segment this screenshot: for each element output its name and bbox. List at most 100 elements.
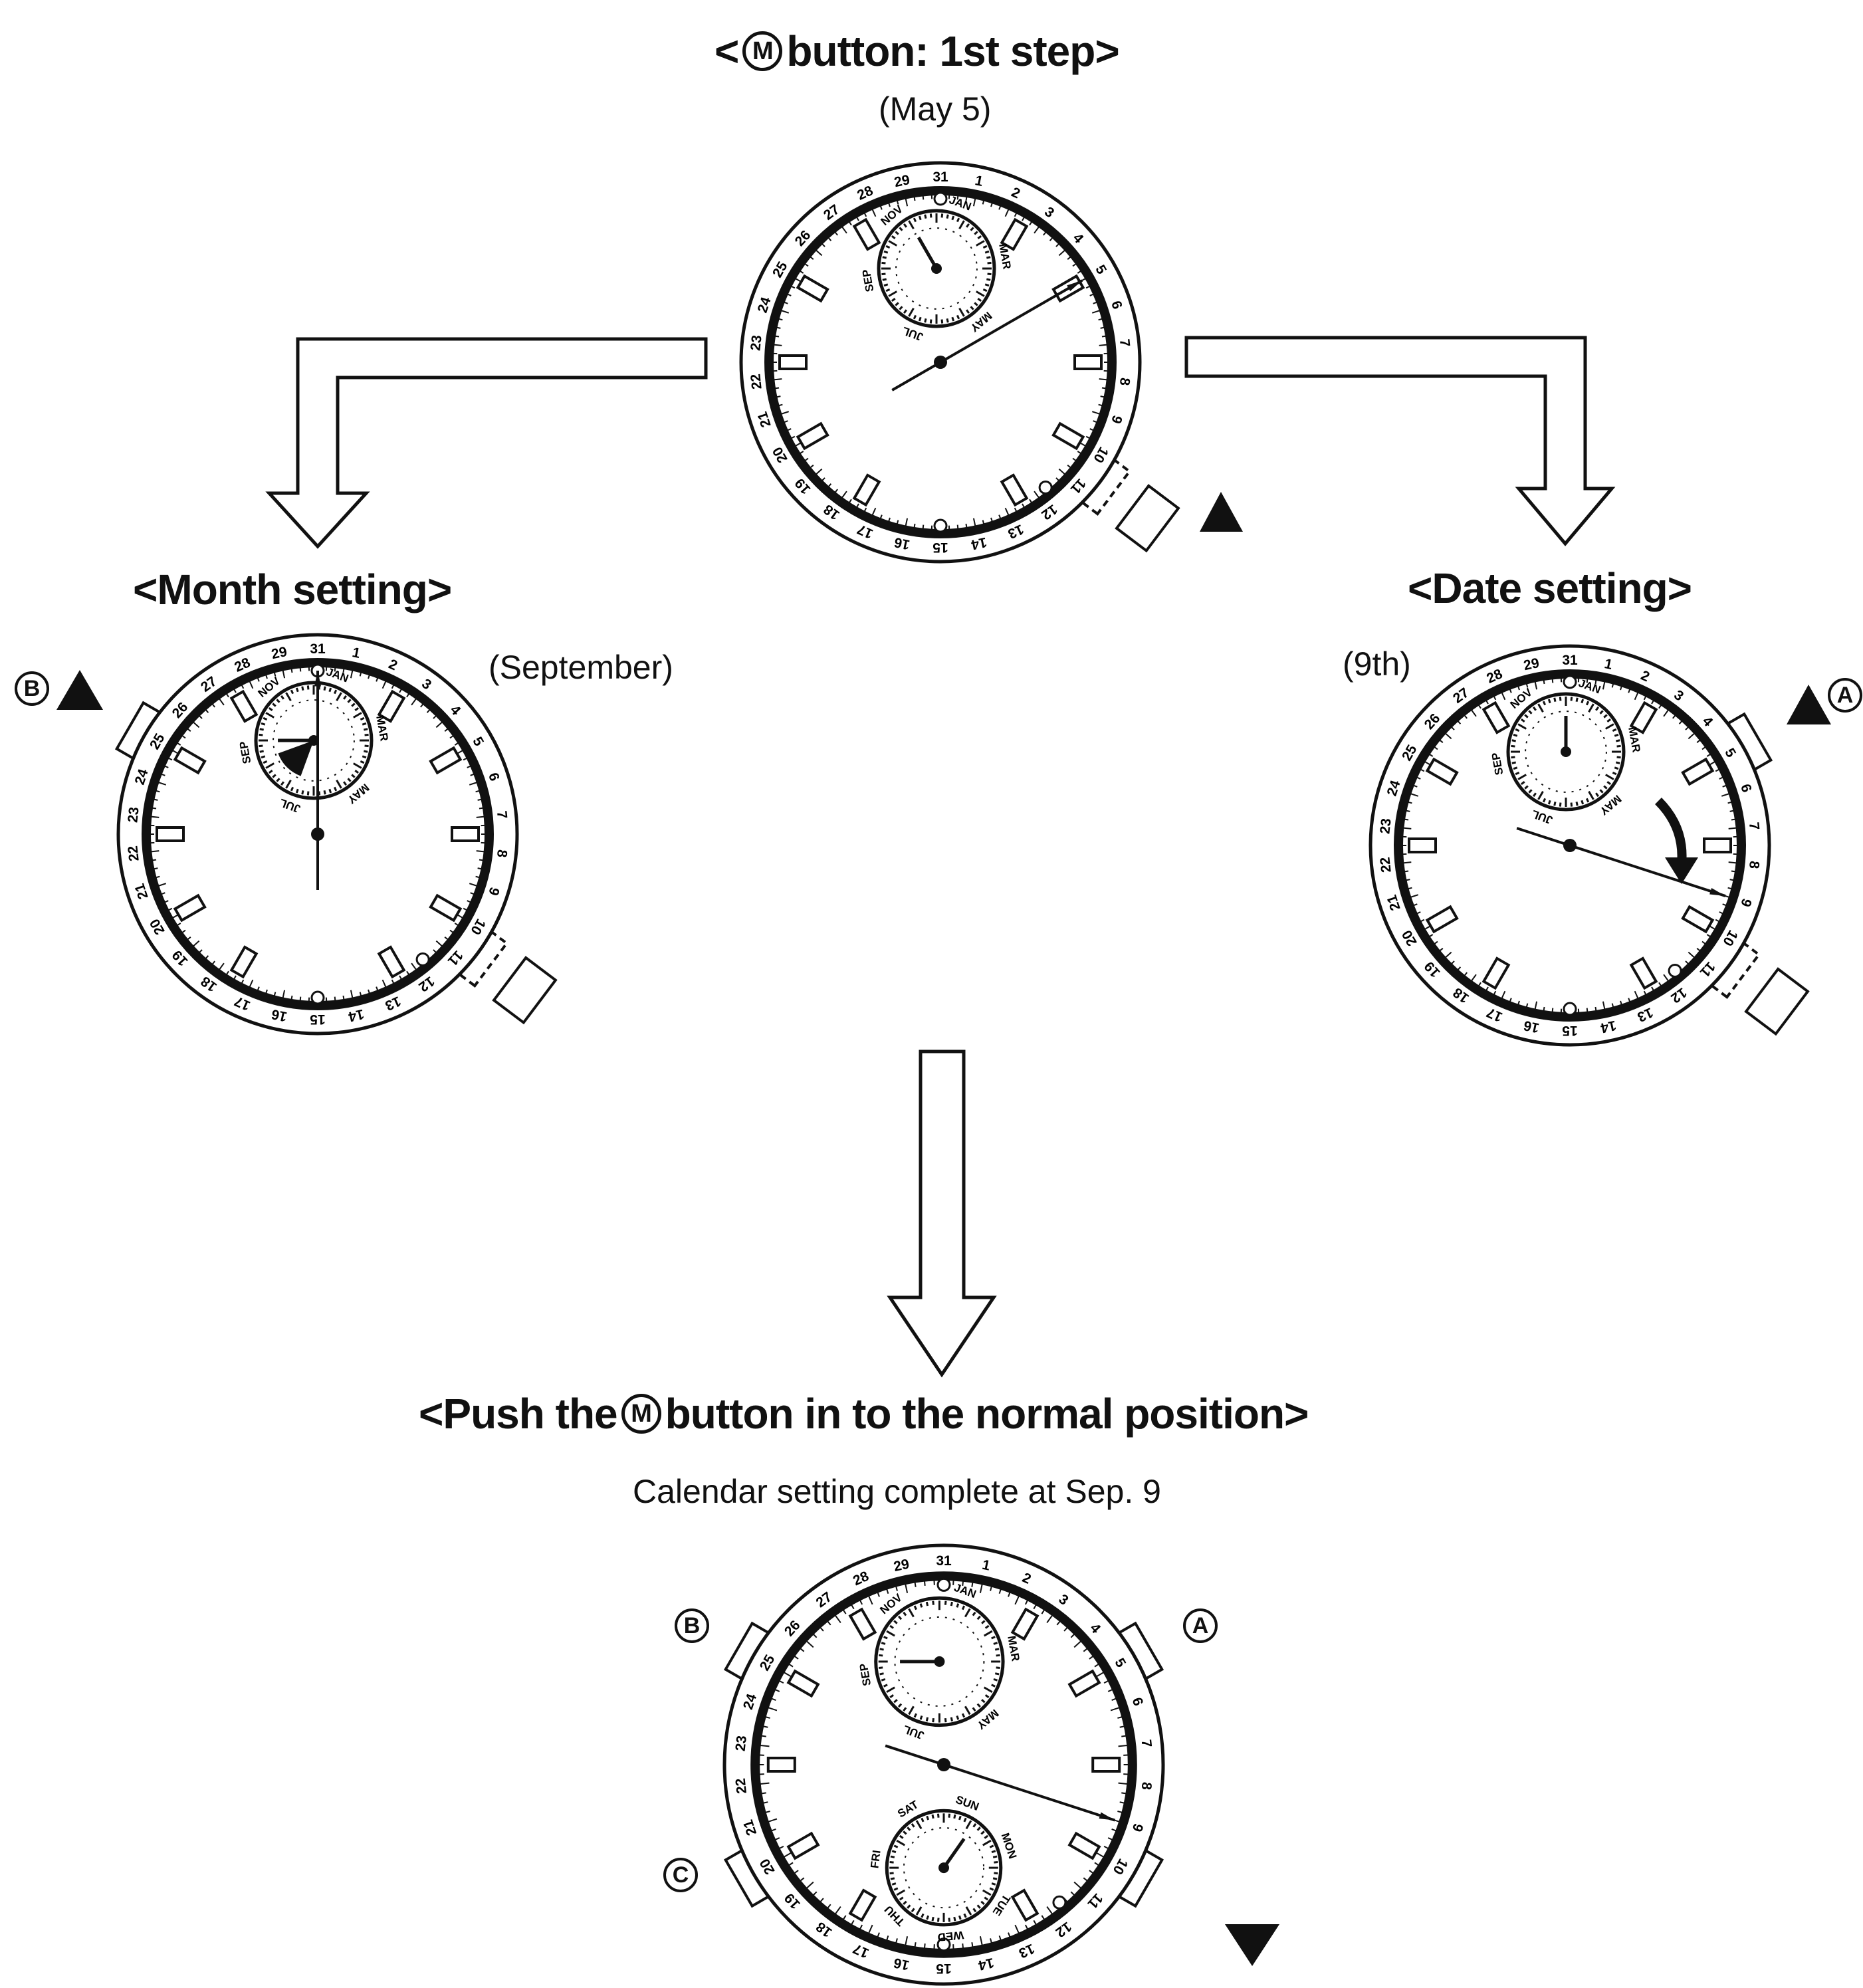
minute-tick xyxy=(1706,934,1711,938)
minute-tick xyxy=(1509,998,1512,1002)
minute-tick xyxy=(420,703,424,708)
minute-tick xyxy=(233,689,237,693)
minute-tick xyxy=(886,1589,889,1594)
date-number: 31 xyxy=(310,641,326,657)
subdial-tick xyxy=(1513,733,1518,737)
minute-tick xyxy=(1024,1924,1028,1930)
minute-tick xyxy=(1008,1932,1011,1937)
hour-index xyxy=(786,1669,820,1698)
subdial-tick xyxy=(1517,723,1527,730)
subdial-tick xyxy=(883,283,889,287)
subdial-tick xyxy=(972,1707,976,1712)
date-number: 14 xyxy=(970,534,988,552)
minute-tick xyxy=(794,1656,799,1660)
date-hand-tip xyxy=(1709,888,1725,897)
subdial-tick xyxy=(1585,798,1590,803)
subdial-tick xyxy=(980,1900,985,1905)
minute-tick xyxy=(1089,1870,1093,1874)
hour-index xyxy=(173,893,207,923)
minute-tick xyxy=(406,693,410,698)
subdial-tick xyxy=(921,1817,925,1822)
minute-tick xyxy=(1077,451,1081,455)
date-hand-tip xyxy=(314,671,321,687)
subdial-tick xyxy=(882,278,887,281)
minute-tick xyxy=(1098,403,1103,407)
minute-tick xyxy=(1634,990,1639,999)
minute-tick xyxy=(1055,477,1059,481)
minute-tick xyxy=(1534,681,1538,690)
subdial-tick xyxy=(984,1624,990,1629)
marker-dot xyxy=(310,990,325,1005)
hand xyxy=(942,1838,966,1869)
subdial-tick xyxy=(989,1887,994,1891)
minute-tick xyxy=(922,524,925,529)
minute-tick xyxy=(768,1707,778,1712)
minute-tick xyxy=(1696,739,1701,743)
subdial-tick xyxy=(1559,802,1562,807)
subdial-tick xyxy=(980,1830,985,1835)
minute-tick xyxy=(199,715,203,719)
minute-tick xyxy=(181,735,186,739)
minute-tick xyxy=(827,1620,831,1626)
minute-tick xyxy=(158,883,167,887)
minute-tick xyxy=(199,949,203,953)
subdial-tick xyxy=(323,686,326,691)
hour-index xyxy=(429,893,463,923)
date-number: 8 xyxy=(1139,1781,1154,1791)
minute-tick xyxy=(1098,318,1103,321)
minute-tick xyxy=(990,203,993,207)
minute-tick xyxy=(1034,226,1040,234)
subdial-tick xyxy=(1511,761,1516,764)
minute-tick xyxy=(1715,919,1719,923)
minute-tick xyxy=(1089,293,1094,296)
hour-index xyxy=(852,473,881,507)
subdial-tick xyxy=(956,314,960,320)
minute-tick xyxy=(787,428,792,431)
subdial-tick xyxy=(982,245,988,249)
hand xyxy=(917,237,938,270)
subdial-tick xyxy=(883,1684,888,1688)
subdial-tick xyxy=(972,1611,976,1616)
subdial-tick xyxy=(983,1686,993,1694)
minute-tick xyxy=(851,1920,855,1925)
minute-tick xyxy=(211,960,215,965)
subdial-tick xyxy=(958,1815,962,1821)
minute-tick xyxy=(879,205,883,210)
minute-tick xyxy=(1620,1000,1622,1005)
minute-tick xyxy=(1406,879,1410,881)
subdial-tick xyxy=(301,790,304,795)
subdial-tick xyxy=(981,1620,986,1624)
subdial-tick xyxy=(351,774,356,778)
final-button-c-label: C xyxy=(663,1858,698,1892)
minute-tick xyxy=(249,979,254,988)
subdial-tick xyxy=(911,1908,915,1913)
subdial-tick xyxy=(1559,697,1562,701)
marker-dot xyxy=(936,1577,951,1592)
minute-tick xyxy=(1073,1881,1081,1889)
center-pivot xyxy=(311,828,324,841)
minute-tick xyxy=(1688,951,1695,958)
minute-tick xyxy=(1501,692,1506,701)
hour-index xyxy=(377,945,406,979)
arrow-right-down-icon xyxy=(1184,336,1616,546)
minute-tick xyxy=(1663,709,1669,717)
step1-heading: < M button: 1st step> xyxy=(714,27,1120,76)
subdial-tick xyxy=(983,1630,993,1637)
minute-tick xyxy=(265,989,268,994)
minute-tick xyxy=(998,514,1002,519)
subdial-tick xyxy=(899,1896,904,1901)
subdial-tick xyxy=(333,786,338,792)
subdial-tick xyxy=(915,1906,923,1916)
minute-tick xyxy=(1493,696,1497,701)
marker-dot xyxy=(933,518,948,533)
minute-tick xyxy=(1658,982,1662,986)
subdial-tick xyxy=(881,1642,886,1645)
hour-index xyxy=(1481,956,1511,990)
subdial-tick xyxy=(1570,697,1573,701)
minute-tick xyxy=(990,1938,992,1943)
subdial-tick xyxy=(336,780,342,789)
minute-tick xyxy=(835,1906,841,1914)
subdial-tick xyxy=(276,778,280,782)
hour-index xyxy=(1629,956,1658,990)
minute-tick xyxy=(804,457,809,461)
